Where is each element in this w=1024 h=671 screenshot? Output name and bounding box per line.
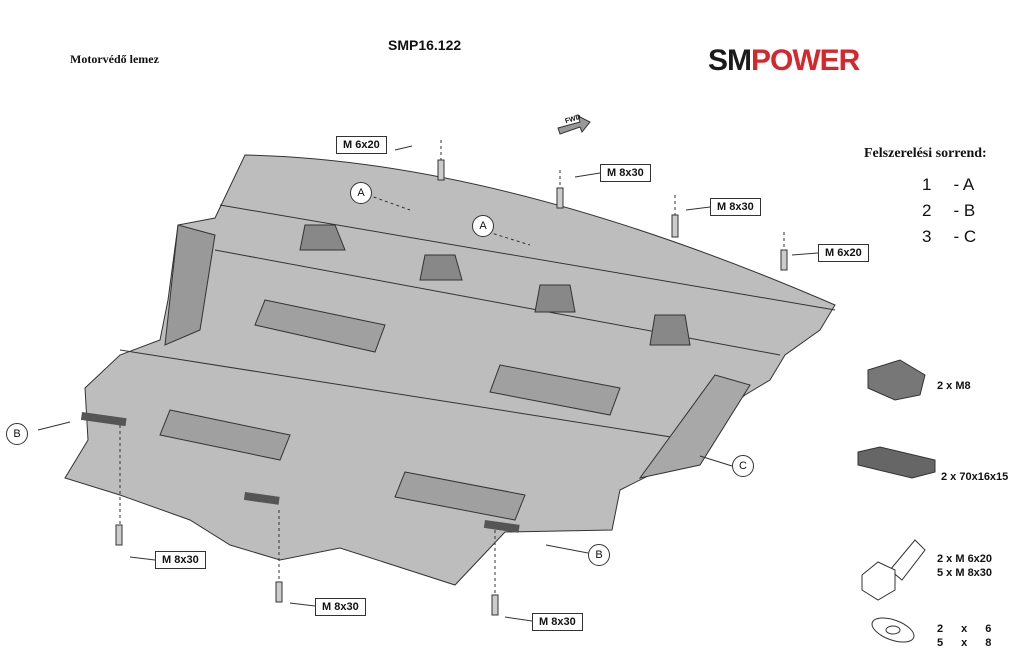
callout-a2: A <box>472 215 494 237</box>
order-row: 3- C <box>922 227 977 246</box>
part-nut-label: 2 x M8 <box>937 380 971 392</box>
bolt-label-m8x30-bl: M 8x30 <box>155 551 206 569</box>
skid-plate <box>64 154 836 586</box>
bolt-label-m8x30-br: M 8x30 <box>532 613 583 631</box>
nut-icon <box>867 359 926 401</box>
part-code: SMP16.122 <box>388 37 462 53</box>
callout-b2: B <box>588 544 610 566</box>
installation-order-title: Felszerelési sorrend: <box>864 146 987 161</box>
callout-c: C <box>732 455 754 477</box>
bolt-icon <box>861 539 926 601</box>
part-subtitle: Motorvédő lemez <box>70 52 159 66</box>
brand-logo: SMPOWER <box>708 44 860 77</box>
washer-icon <box>871 617 915 643</box>
fwd-arrow <box>557 115 591 135</box>
callout-a1: A <box>350 182 372 204</box>
bolt-label-m6x20-right: M 6x20 <box>818 244 869 262</box>
bolt-label-m6x20-top: M 6x20 <box>336 136 387 154</box>
bolt-label-m8x30-bm: M 8x30 <box>315 598 366 616</box>
part-spacer-label: 2 x 70x16x15 <box>941 471 1009 483</box>
order-row: 1- A <box>922 175 975 194</box>
order-row: 2- B <box>922 201 976 220</box>
callout-b1: B <box>6 423 28 445</box>
bolt-label-m8x30-top2: M 8x30 <box>710 198 761 216</box>
spacer-icon <box>857 446 936 479</box>
bolt-label-m8x30-top1: M 8x30 <box>600 164 651 182</box>
